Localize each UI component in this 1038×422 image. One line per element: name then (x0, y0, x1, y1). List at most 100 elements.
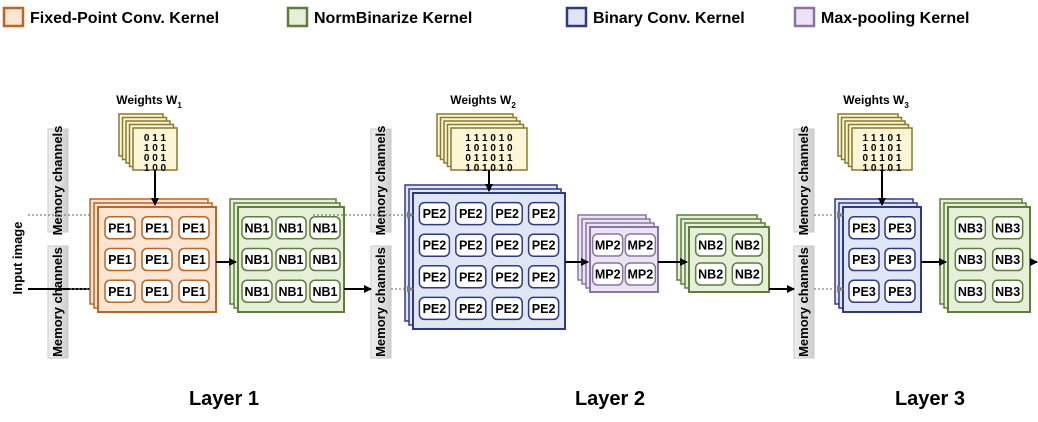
processing-element-label: NB1 (278, 253, 303, 267)
processing-element-label: NB3 (958, 253, 983, 267)
processing-element (527, 265, 560, 289)
processing-element-label: PE2 (423, 302, 447, 316)
weights-row: 1 0 1 (144, 143, 167, 154)
weights-row: 0 1 1 0 1 (863, 153, 902, 164)
processing-element (178, 247, 210, 272)
processing-element-label: NB1 (312, 285, 337, 299)
memory-label: Memory channels (796, 126, 811, 236)
processing-element (241, 216, 273, 240)
processing-element-label: NB3 (995, 253, 1020, 267)
legend-item: Binary Conv. Kernel (565, 6, 745, 28)
processing-element-label: NB3 (958, 221, 983, 235)
processing-element-label: PE1 (145, 253, 169, 267)
processing-element-label: PE3 (852, 221, 876, 235)
weights-stack: 1 1 1 0 11 0 1 0 10 1 1 0 11 0 1 0 1Weig… (837, 93, 913, 174)
processing-element (309, 216, 341, 240)
processing-element (848, 247, 880, 272)
memory-bar (793, 245, 815, 359)
processing-element (491, 233, 523, 257)
processing-element (241, 247, 273, 272)
processing-element-label: NB1 (244, 285, 269, 299)
weights-front (851, 127, 913, 171)
processing-element (141, 247, 173, 272)
processing-element (491, 201, 523, 226)
memory-bar (370, 128, 392, 233)
processing-element (884, 247, 916, 272)
processing-element (954, 279, 987, 303)
processing-element-label: NB1 (244, 253, 269, 267)
memory-channel: Memory channels (47, 126, 69, 235)
weights-row: 0 0 1 (144, 153, 167, 164)
processing-element (275, 279, 307, 303)
weights-row: 1 0 1 0 1 (863, 163, 902, 174)
processing-element (455, 233, 487, 257)
processing-element-label: NB2 (698, 239, 723, 253)
processing-element-label: PE1 (145, 285, 169, 299)
layer-title: Layer 3 (895, 388, 965, 410)
processing-element (418, 265, 451, 289)
processing-element-label: PE3 (888, 221, 912, 235)
processing-element (527, 233, 560, 257)
processing-element (527, 201, 560, 226)
processing-element (694, 262, 727, 286)
weights-stack: 1 1 1 0 1 01 0 1 0 1 00 1 1 0 1 11 0 1 0… (436, 93, 528, 174)
memory-channel: Memory channels (370, 245, 392, 359)
processing-element (275, 216, 307, 240)
processing-element-label: PE1 (182, 285, 206, 299)
processing-element-label: PE3 (852, 285, 876, 299)
processing-element-label: PE2 (459, 302, 483, 316)
weights-row: 1 0 0 (144, 163, 167, 174)
processing-element-label: PE2 (495, 270, 519, 284)
processing-element-label: MP2 (627, 239, 653, 253)
processing-element-label: PE2 (459, 239, 483, 253)
processing-element (954, 216, 987, 240)
input-image-label: Input image (10, 222, 25, 295)
processing-element-label: NB1 (312, 253, 337, 267)
processing-element-label: MP2 (627, 268, 653, 282)
legend-swatch (793, 6, 816, 28)
processing-element (731, 233, 764, 257)
processing-element (591, 262, 624, 286)
processing-element-label: PE2 (532, 207, 556, 221)
processing-element (694, 233, 727, 257)
processing-element (731, 262, 764, 286)
processing-element-label: NB3 (995, 221, 1020, 235)
legend-swatch (286, 6, 309, 28)
legend-swatch (565, 6, 588, 28)
processing-element (455, 265, 487, 289)
weights-row: 0 1 1 0 1 1 (465, 153, 513, 164)
processing-element (455, 296, 487, 321)
processing-element (624, 262, 657, 286)
processing-element (178, 216, 210, 240)
processing-element (241, 279, 273, 303)
weights-label: Weights W3 (843, 93, 909, 110)
processing-element-label: PE2 (495, 239, 519, 253)
processing-element (104, 279, 136, 303)
processing-element-label: PE1 (182, 221, 206, 235)
processing-element-label: PE1 (108, 221, 132, 235)
processing-element-label: PE2 (459, 207, 483, 221)
processing-element-label: PE2 (423, 270, 447, 284)
processing-element (624, 233, 657, 257)
processing-element (991, 247, 1024, 272)
memory-channel: Memory channels (47, 245, 69, 359)
memory-channel: Memory channels (793, 245, 815, 359)
processing-element-label: PE1 (108, 253, 132, 267)
processing-element (991, 279, 1024, 303)
weights-row: 1 1 1 0 1 (863, 133, 902, 144)
layer-title: Layer 1 (189, 388, 259, 410)
weights-label: Weights W2 (450, 93, 516, 110)
memory-bar (47, 128, 69, 233)
processing-element-label: PE2 (459, 270, 483, 284)
processing-element (104, 247, 136, 272)
legend-item: Max-pooling Kernel (793, 6, 969, 28)
memory-bar (47, 245, 69, 359)
